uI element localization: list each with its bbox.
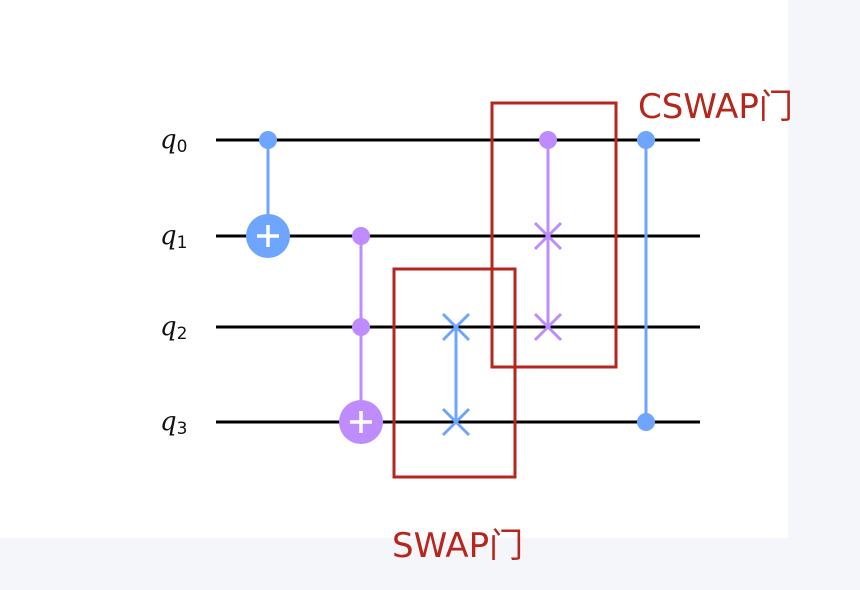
cswap-cross-icon <box>533 312 563 342</box>
qubit-label-1: q1 <box>160 221 187 253</box>
x-stroke-2 <box>441 407 471 437</box>
ccx-target-icon <box>339 400 383 444</box>
ccx-control-dot <box>352 227 370 245</box>
ccx-control-dot <box>352 318 370 336</box>
cx-target-icon <box>246 214 290 258</box>
swap-label: SWAP门 <box>392 526 523 566</box>
cswap-highlight-box <box>490 101 618 369</box>
annotation-boxes <box>392 101 618 479</box>
cswap-cross-icon <box>533 221 563 251</box>
cz-control-dot <box>637 131 655 149</box>
cx-control-dot <box>259 131 277 149</box>
x-stroke-2 <box>441 312 471 342</box>
gates <box>246 131 655 444</box>
qubit-label-2: q2 <box>160 312 187 344</box>
x-stroke-2 <box>533 312 563 342</box>
x-stroke-2 <box>533 221 563 251</box>
qubit-wires <box>216 138 700 424</box>
qubit-labels: q0 q1 q2 q3 <box>160 125 187 439</box>
swap-cross-icon <box>441 407 471 437</box>
qubit-label-0: q0 <box>160 125 187 157</box>
swap-cross-icon <box>441 312 471 342</box>
cz-control-dot <box>637 413 655 431</box>
cswap-label: CSWAP门 <box>638 87 793 127</box>
qubit-label-3: q3 <box>160 407 187 439</box>
cswap-control-dot <box>539 131 557 149</box>
swap-highlight-box <box>392 267 517 479</box>
